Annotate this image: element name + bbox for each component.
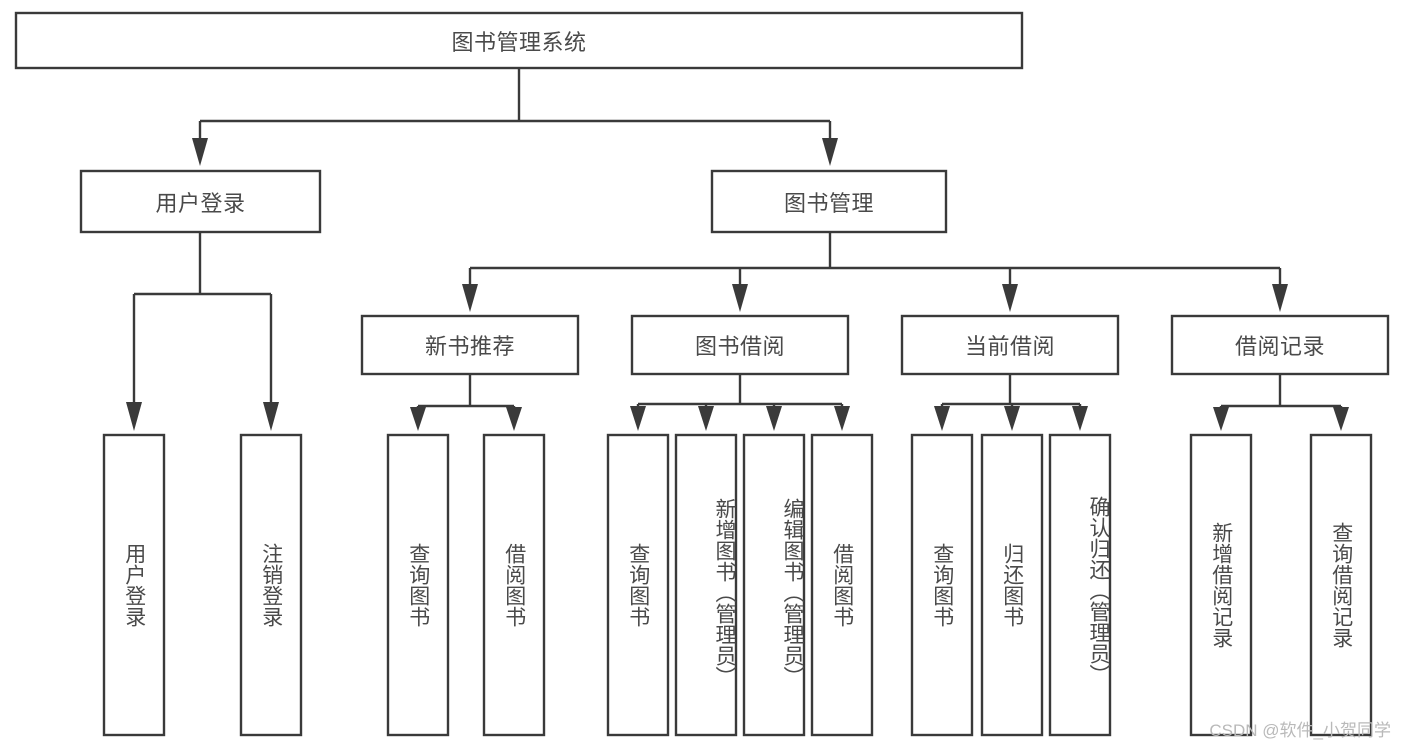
node-label-leaf-query-book-1: 查询图书 [406,543,430,627]
node-box-new-book-recommend[interactable] [360,314,580,376]
node-label-leaf-query-book-2: 查询图书 [626,543,650,627]
arrow-head-leaf-borrow-book-2 [834,406,850,431]
arrow-head-leaf-logout [263,402,279,431]
node-label-leaf-user-login: 用户登录 [122,543,146,627]
node-box-current-borrow[interactable] [900,314,1120,376]
node-label-leaf-logout: 注销登录 [259,543,283,627]
arrow-head-leaf-borrow-book-1 [506,407,522,431]
arrow-head-leaf-confirm-return [1072,406,1088,431]
node-box-leaf-edit-book[interactable] [742,433,806,737]
node-box-leaf-query-book-2[interactable] [606,433,670,737]
node-box-leaf-query-book-3[interactable] [910,433,974,737]
node-box-root[interactable] [14,11,1024,70]
node-label-book-borrow: 图书借阅 [694,334,785,359]
node-box-leaf-query-book-1[interactable] [386,433,450,737]
node-box-leaf-borrow-book-1[interactable] [482,433,546,737]
node-box-user-login[interactable] [79,169,322,234]
arrow-head-book-management [822,138,838,166]
arrow-head-book-borrow [732,284,748,312]
node-label-current-borrow: 当前借阅 [964,334,1055,359]
node-label-leaf-borrow-book-1: 借阅图书 [502,543,526,627]
node-label-leaf-return-book: 归还图书 [1000,543,1024,627]
watermark-text: CSDN @软件_小贺同学 [1209,721,1391,740]
node-label-root: 图书管理系统 [451,29,587,55]
node-label-leaf-confirm-return: 确认归还（管理员） [1087,495,1110,685]
arrow-head-leaf-add-book [698,406,714,431]
node-label-borrow-record: 借阅记录 [1234,334,1325,359]
node-box-leaf-query-record[interactable] [1309,433,1373,737]
arrow-head-current-borrow [1002,284,1018,312]
node-label-new-book-recommend: 新书推荐 [424,334,515,359]
node-label-leaf-borrow-book-2: 借阅图书 [830,543,854,627]
node-label-leaf-query-record: 查询借阅记录 [1329,522,1353,648]
arrow-head-leaf-query-book-1 [410,407,426,431]
arrow-head-leaf-add-record [1213,407,1229,431]
node-box-leaf-confirm-return[interactable] [1048,433,1112,737]
node-label-leaf-query-book-3: 查询图书 [930,543,954,627]
node-box-leaf-user-login[interactable] [102,433,166,737]
arrow-head-borrow-record [1272,284,1288,312]
arrow-head-user-login [192,138,208,166]
node-box-leaf-return-book[interactable] [980,433,1044,737]
node-box-leaf-add-record[interactable] [1189,433,1253,737]
arrow-head-new-book-recommend [462,284,478,312]
node-box-leaf-add-book[interactable] [674,433,738,737]
node-box-leaf-borrow-book-2[interactable] [810,433,874,737]
arrow-head-leaf-query-book-3 [934,406,950,431]
node-label-leaf-add-book: 新增图书（管理员） [713,497,736,687]
arrow-head-leaf-user-login [126,402,142,431]
node-label-book-management: 图书管理 [783,190,874,216]
arrow-head-leaf-query-book-2 [630,406,646,431]
arrow-head-leaf-query-record [1333,407,1349,431]
node-box-leaf-logout[interactable] [239,433,303,737]
node-label-leaf-edit-book: 编辑图书（管理员） [781,497,804,687]
arrow-head-leaf-return-book [1004,406,1020,431]
arrow-head-leaf-edit-book [766,406,782,431]
node-label-user-login: 用户登录 [155,190,246,216]
node-label-leaf-add-record: 新增借阅记录 [1209,522,1233,648]
